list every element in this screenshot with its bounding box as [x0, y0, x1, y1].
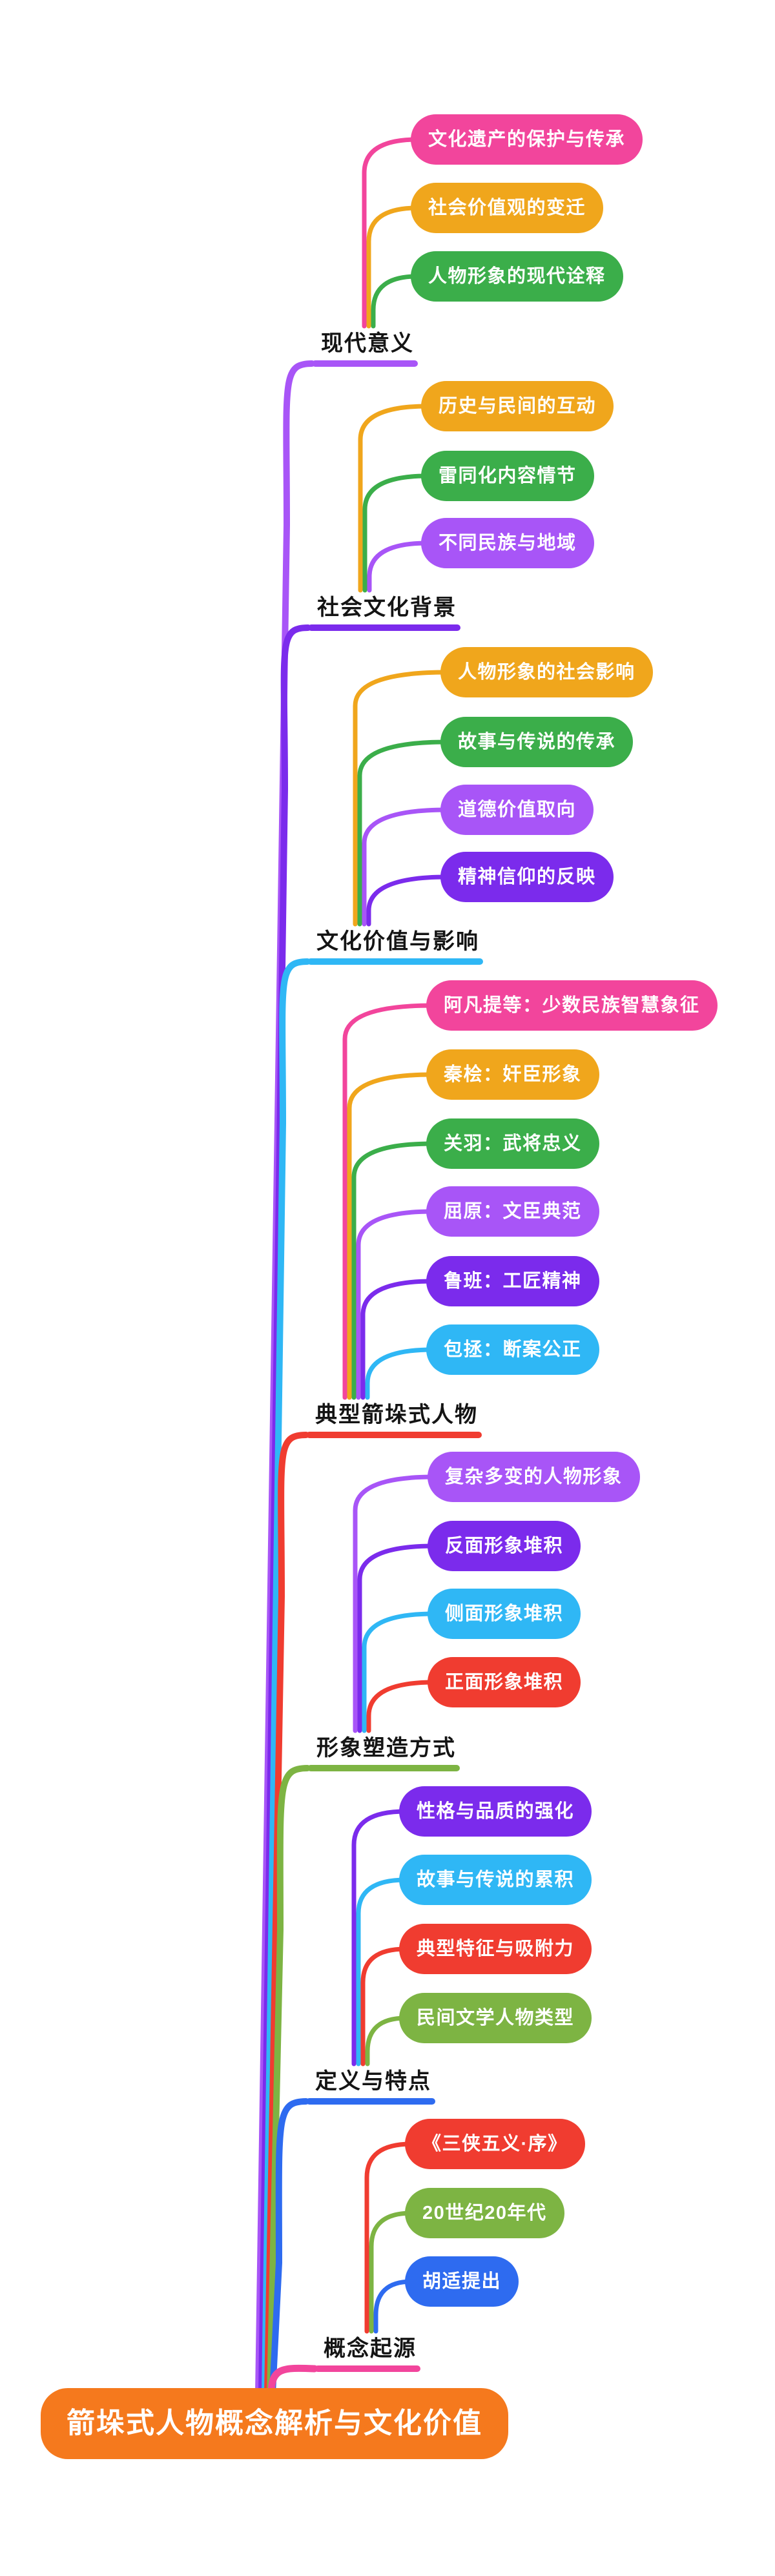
branch-line-1-1 [362, 473, 430, 593]
section-underline [308, 624, 460, 631]
section-label-text: 社会文化背景 [317, 595, 457, 620]
branch-line-4-0 [353, 1474, 437, 1733]
branch-line-2-2 [362, 807, 450, 927]
trunk-line-2 [262, 958, 311, 2396]
root-topic[interactable]: 箭垛式人物概念解析与文化价值 [41, 2388, 508, 2459]
section-underline [307, 1765, 460, 1771]
section-label-3[interactable]: 典型箭垛式人物 [306, 1402, 482, 1438]
topic-pill[interactable]: 文化遗产的保护与传承 [411, 114, 643, 165]
section-label-text: 定义与特点 [315, 2069, 431, 2094]
branch-line-4-3 [366, 1680, 437, 1733]
topic-pill[interactable]: 20世纪20年代 [405, 2188, 564, 2238]
branch-line-6-0 [364, 2141, 414, 2334]
section-label-text: 形象塑造方式 [316, 1736, 456, 1760]
section-label-4[interactable]: 形象塑造方式 [307, 1735, 460, 1771]
topic-pill[interactable]: 人物形象的现代诠释 [411, 251, 623, 302]
topic-pill[interactable]: 关羽：武将忠义 [426, 1118, 599, 1169]
branch-line-2-1 [357, 739, 450, 927]
branch-line-1-2 [367, 541, 430, 593]
section-label-2[interactable]: 文化价值与影响 [307, 929, 483, 965]
branch-line-0-2 [371, 274, 420, 329]
branch-line-3-4 [360, 1279, 435, 1400]
topic-pill[interactable]: 秦桧：奸臣形象 [426, 1049, 599, 1100]
branch-line-3-5 [365, 1347, 435, 1400]
topic-pill[interactable]: 屈原：文臣典范 [426, 1186, 599, 1237]
trunk-line-0 [255, 360, 315, 2396]
trunk-line-3 [264, 1432, 309, 2396]
branch-line-3-2 [351, 1141, 435, 1400]
branch-line-3-1 [347, 1072, 435, 1400]
section-underline [306, 1432, 482, 1438]
topic-pill[interactable]: 反面形象堆积 [428, 1521, 581, 1571]
topic-pill[interactable]: 不同民族与地域 [421, 518, 594, 568]
section-label-text: 现代意义 [321, 331, 414, 356]
trunk-line-4 [267, 1765, 311, 2396]
topic-pill[interactable]: 精神信仰的反映 [440, 852, 614, 902]
topic-pill[interactable]: 民间文学人物类型 [399, 1993, 592, 2043]
topic-pill[interactable]: 性格与品质的强化 [399, 1786, 592, 1837]
branch-line-0-1 [366, 205, 420, 329]
branch-line-2-0 [353, 670, 450, 927]
section-label-text: 文化价值与影响 [316, 929, 479, 954]
branch-line-0-0 [362, 137, 420, 329]
branch-line-5-3 [365, 2015, 408, 2066]
trunk-line-5 [269, 2098, 309, 2396]
branch-line-5-0 [351, 1809, 408, 2066]
topic-pill[interactable]: 历史与民间的互动 [421, 381, 614, 431]
topic-pill[interactable]: 侧面形象堆积 [428, 1589, 581, 1639]
section-label-6[interactable]: 概念起源 [315, 2336, 420, 2372]
branch-line-5-1 [356, 1877, 408, 2066]
branch-line-4-2 [362, 1611, 437, 1733]
branch-line-6-1 [369, 2210, 414, 2334]
branch-line-1-0 [358, 404, 430, 593]
branch-line-3-0 [342, 1003, 435, 1400]
topic-pill[interactable]: 鲁班：工匠精神 [426, 1256, 599, 1306]
section-underline [312, 360, 418, 367]
topic-pill[interactable]: 道德价值取向 [440, 785, 594, 835]
topic-pill[interactable]: 《三侠五义·序》 [405, 2119, 585, 2169]
topic-pill[interactable]: 复杂多变的人物形象 [428, 1452, 640, 1502]
branch-line-2-3 [366, 874, 450, 927]
trunk-line-6 [267, 2364, 318, 2398]
topic-pill[interactable]: 典型特征与吸附力 [399, 1924, 592, 1974]
branch-line-6-2 [373, 2279, 414, 2334]
topic-pill[interactable]: 阿凡提等：少数民族智慧象征 [426, 980, 718, 1031]
topic-pill[interactable]: 故事与传说的累积 [399, 1855, 592, 1905]
trunk-line-1 [258, 624, 311, 2396]
section-label-0[interactable]: 现代意义 [312, 331, 418, 367]
topic-pill[interactable]: 社会价值观的变迁 [411, 183, 604, 233]
topic-pill[interactable]: 包拯：断案公正 [426, 1324, 599, 1375]
topic-pill[interactable]: 故事与传说的传承 [440, 717, 634, 767]
section-underline [315, 2365, 420, 2372]
section-label-text: 概念起源 [324, 2336, 417, 2361]
section-label-5[interactable]: 定义与特点 [306, 2068, 435, 2105]
branch-line-4-1 [357, 1543, 437, 1733]
topic-pill[interactable]: 人物形象的社会影响 [440, 647, 653, 697]
section-underline [307, 958, 483, 965]
branch-line-5-2 [360, 1946, 408, 2066]
branch-line-3-3 [356, 1209, 435, 1400]
topic-pill[interactable]: 胡适提出 [405, 2256, 519, 2307]
section-label-1[interactable]: 社会文化背景 [308, 595, 460, 631]
section-label-text: 典型箭垛式人物 [315, 1403, 478, 1427]
topic-pill[interactable]: 正面形象堆积 [428, 1657, 581, 1707]
section-underline [306, 2098, 435, 2105]
topic-pill[interactable]: 雷同化内容情节 [421, 451, 594, 501]
